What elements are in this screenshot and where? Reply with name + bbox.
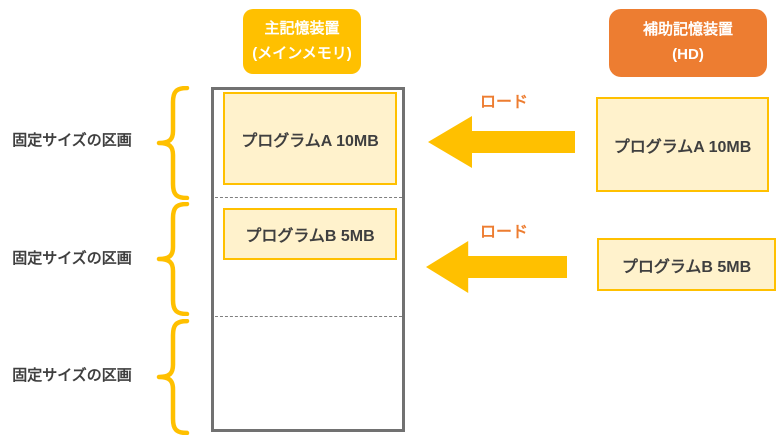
brace-icon: [156, 202, 190, 316]
hd-title-line2: (HD): [672, 46, 704, 63]
partition-divider-2: [215, 316, 402, 317]
load-label-2: ロード: [479, 224, 528, 241]
partition-label-1: 固定サイズの区画: [12, 132, 132, 149]
main-memory-title-line1: 主記憶装置: [264, 19, 340, 37]
main-memory-title-line2: (メインメモリ): [252, 44, 352, 62]
brace-icon: [156, 86, 190, 200]
program-a-on-hd: プログラムA 10MB: [596, 97, 769, 192]
main-memory-title-box: 主記憶装置 (メインメモリ): [243, 9, 361, 74]
load-label-1: ロード: [479, 94, 528, 111]
hd-title-line1: 補助記憶装置: [642, 21, 733, 39]
program-b-on-hd: プログラムB 5MB: [597, 238, 776, 291]
program-b-in-memory: プログラムB 5MB: [223, 208, 397, 260]
load-arrow-left-icon: [426, 241, 567, 293]
partition-label-2: 固定サイズの区画: [12, 250, 132, 267]
brace-icon: [156, 319, 190, 435]
partition-label-3: 固定サイズの区画: [12, 367, 132, 384]
hd-title-box: 補助記憶装置 (HD): [609, 9, 767, 77]
load-arrow-left-icon: [428, 116, 575, 168]
partition-divider-1: [215, 197, 402, 198]
program-a-in-memory: プログラムA 10MB: [223, 92, 397, 185]
